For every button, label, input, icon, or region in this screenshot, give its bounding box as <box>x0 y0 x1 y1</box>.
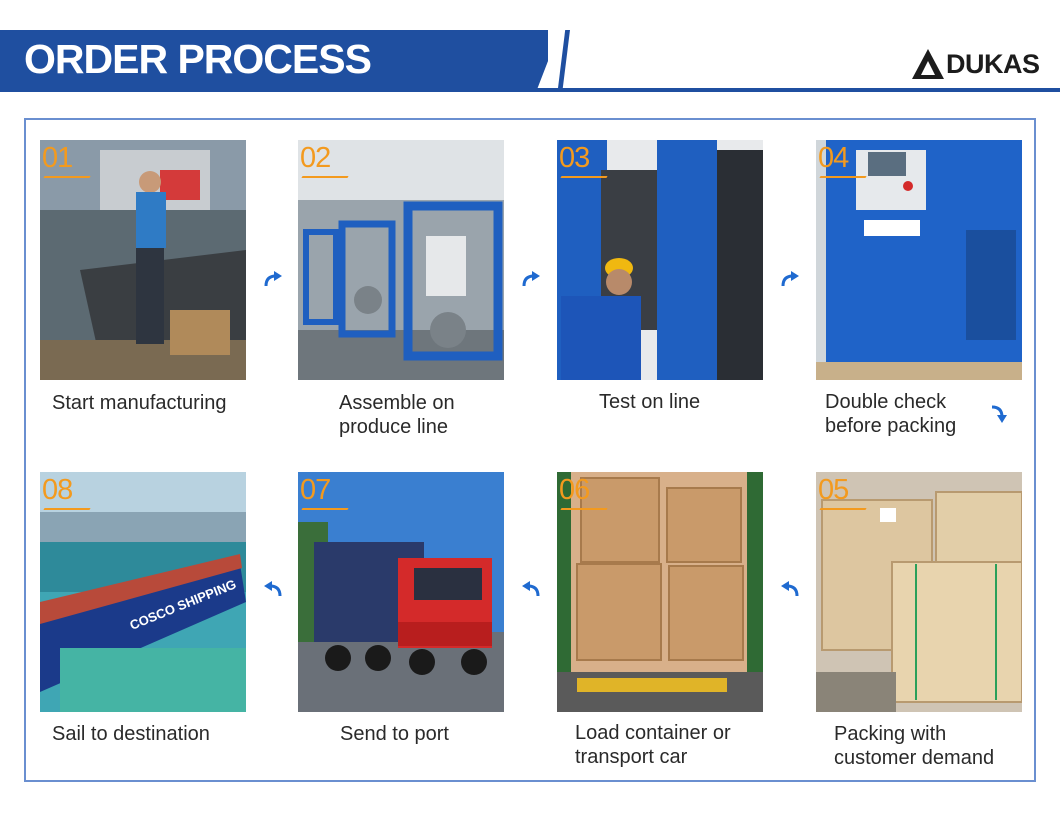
step-number: 03 <box>559 142 590 174</box>
step-number-underline <box>301 508 349 510</box>
step-01-photo: 01 <box>40 140 246 380</box>
arrow-right-curved-icon <box>779 268 801 290</box>
step-05-photo: 05 <box>816 472 1022 712</box>
step-07-caption: Send to port <box>340 723 449 745</box>
step-number: 01 <box>42 142 73 174</box>
step-number-underline <box>819 176 867 178</box>
arrow-right-curved-icon <box>262 268 284 290</box>
brand-logo: DUKAS <box>910 44 1050 84</box>
step-08: COSCO SHIPPING 08 <box>40 472 246 712</box>
step-06: 06 <box>557 472 763 712</box>
step-03-caption: Test on line <box>599 391 701 413</box>
step-02: 02 <box>298 140 504 380</box>
step-number: 04 <box>818 142 849 174</box>
step-08-caption: Sail to destination <box>52 723 210 745</box>
step-03-photo: 03 <box>557 140 763 380</box>
step-number-underline <box>560 508 608 510</box>
arrow-down-curved-icon <box>988 403 1010 425</box>
step-number: 08 <box>42 474 73 506</box>
brand-name: DUKAS <box>946 48 1040 79</box>
step-number-underline <box>43 176 91 178</box>
step-number-underline <box>43 508 91 510</box>
arrow-left-curved-icon <box>520 578 542 600</box>
step-number-underline <box>819 508 867 510</box>
arrow-right-curved-icon <box>520 268 542 290</box>
step-04: 04 <box>816 140 1022 380</box>
step-number: 05 <box>818 474 849 506</box>
step-06-photo: 06 <box>557 472 763 712</box>
step-number-underline <box>301 176 349 178</box>
step-05: 05 <box>816 472 1022 712</box>
page-title: ORDER PROCESS <box>24 36 372 82</box>
header-band <box>0 30 560 88</box>
brand-logo-icon <box>912 49 944 79</box>
step-03: 03 <box>557 140 763 380</box>
arrow-left-curved-icon <box>262 578 284 600</box>
step-08-photo: COSCO SHIPPING 08 <box>40 472 246 712</box>
step-01: 01 <box>40 140 246 380</box>
step-01-caption: Start manufacturing <box>52 392 227 414</box>
step-number: 02 <box>300 142 331 174</box>
step-number: 07 <box>300 474 331 506</box>
arrow-left-curved-icon <box>779 578 801 600</box>
step-number-underline <box>560 176 608 178</box>
step-02-photo: 02 <box>298 140 504 380</box>
step-07: 07 <box>298 472 504 712</box>
step-04-photo: 04 <box>816 140 1022 380</box>
step-number: 06 <box>559 474 590 506</box>
step-07-photo: 07 <box>298 472 504 712</box>
header-underline <box>0 88 1060 92</box>
